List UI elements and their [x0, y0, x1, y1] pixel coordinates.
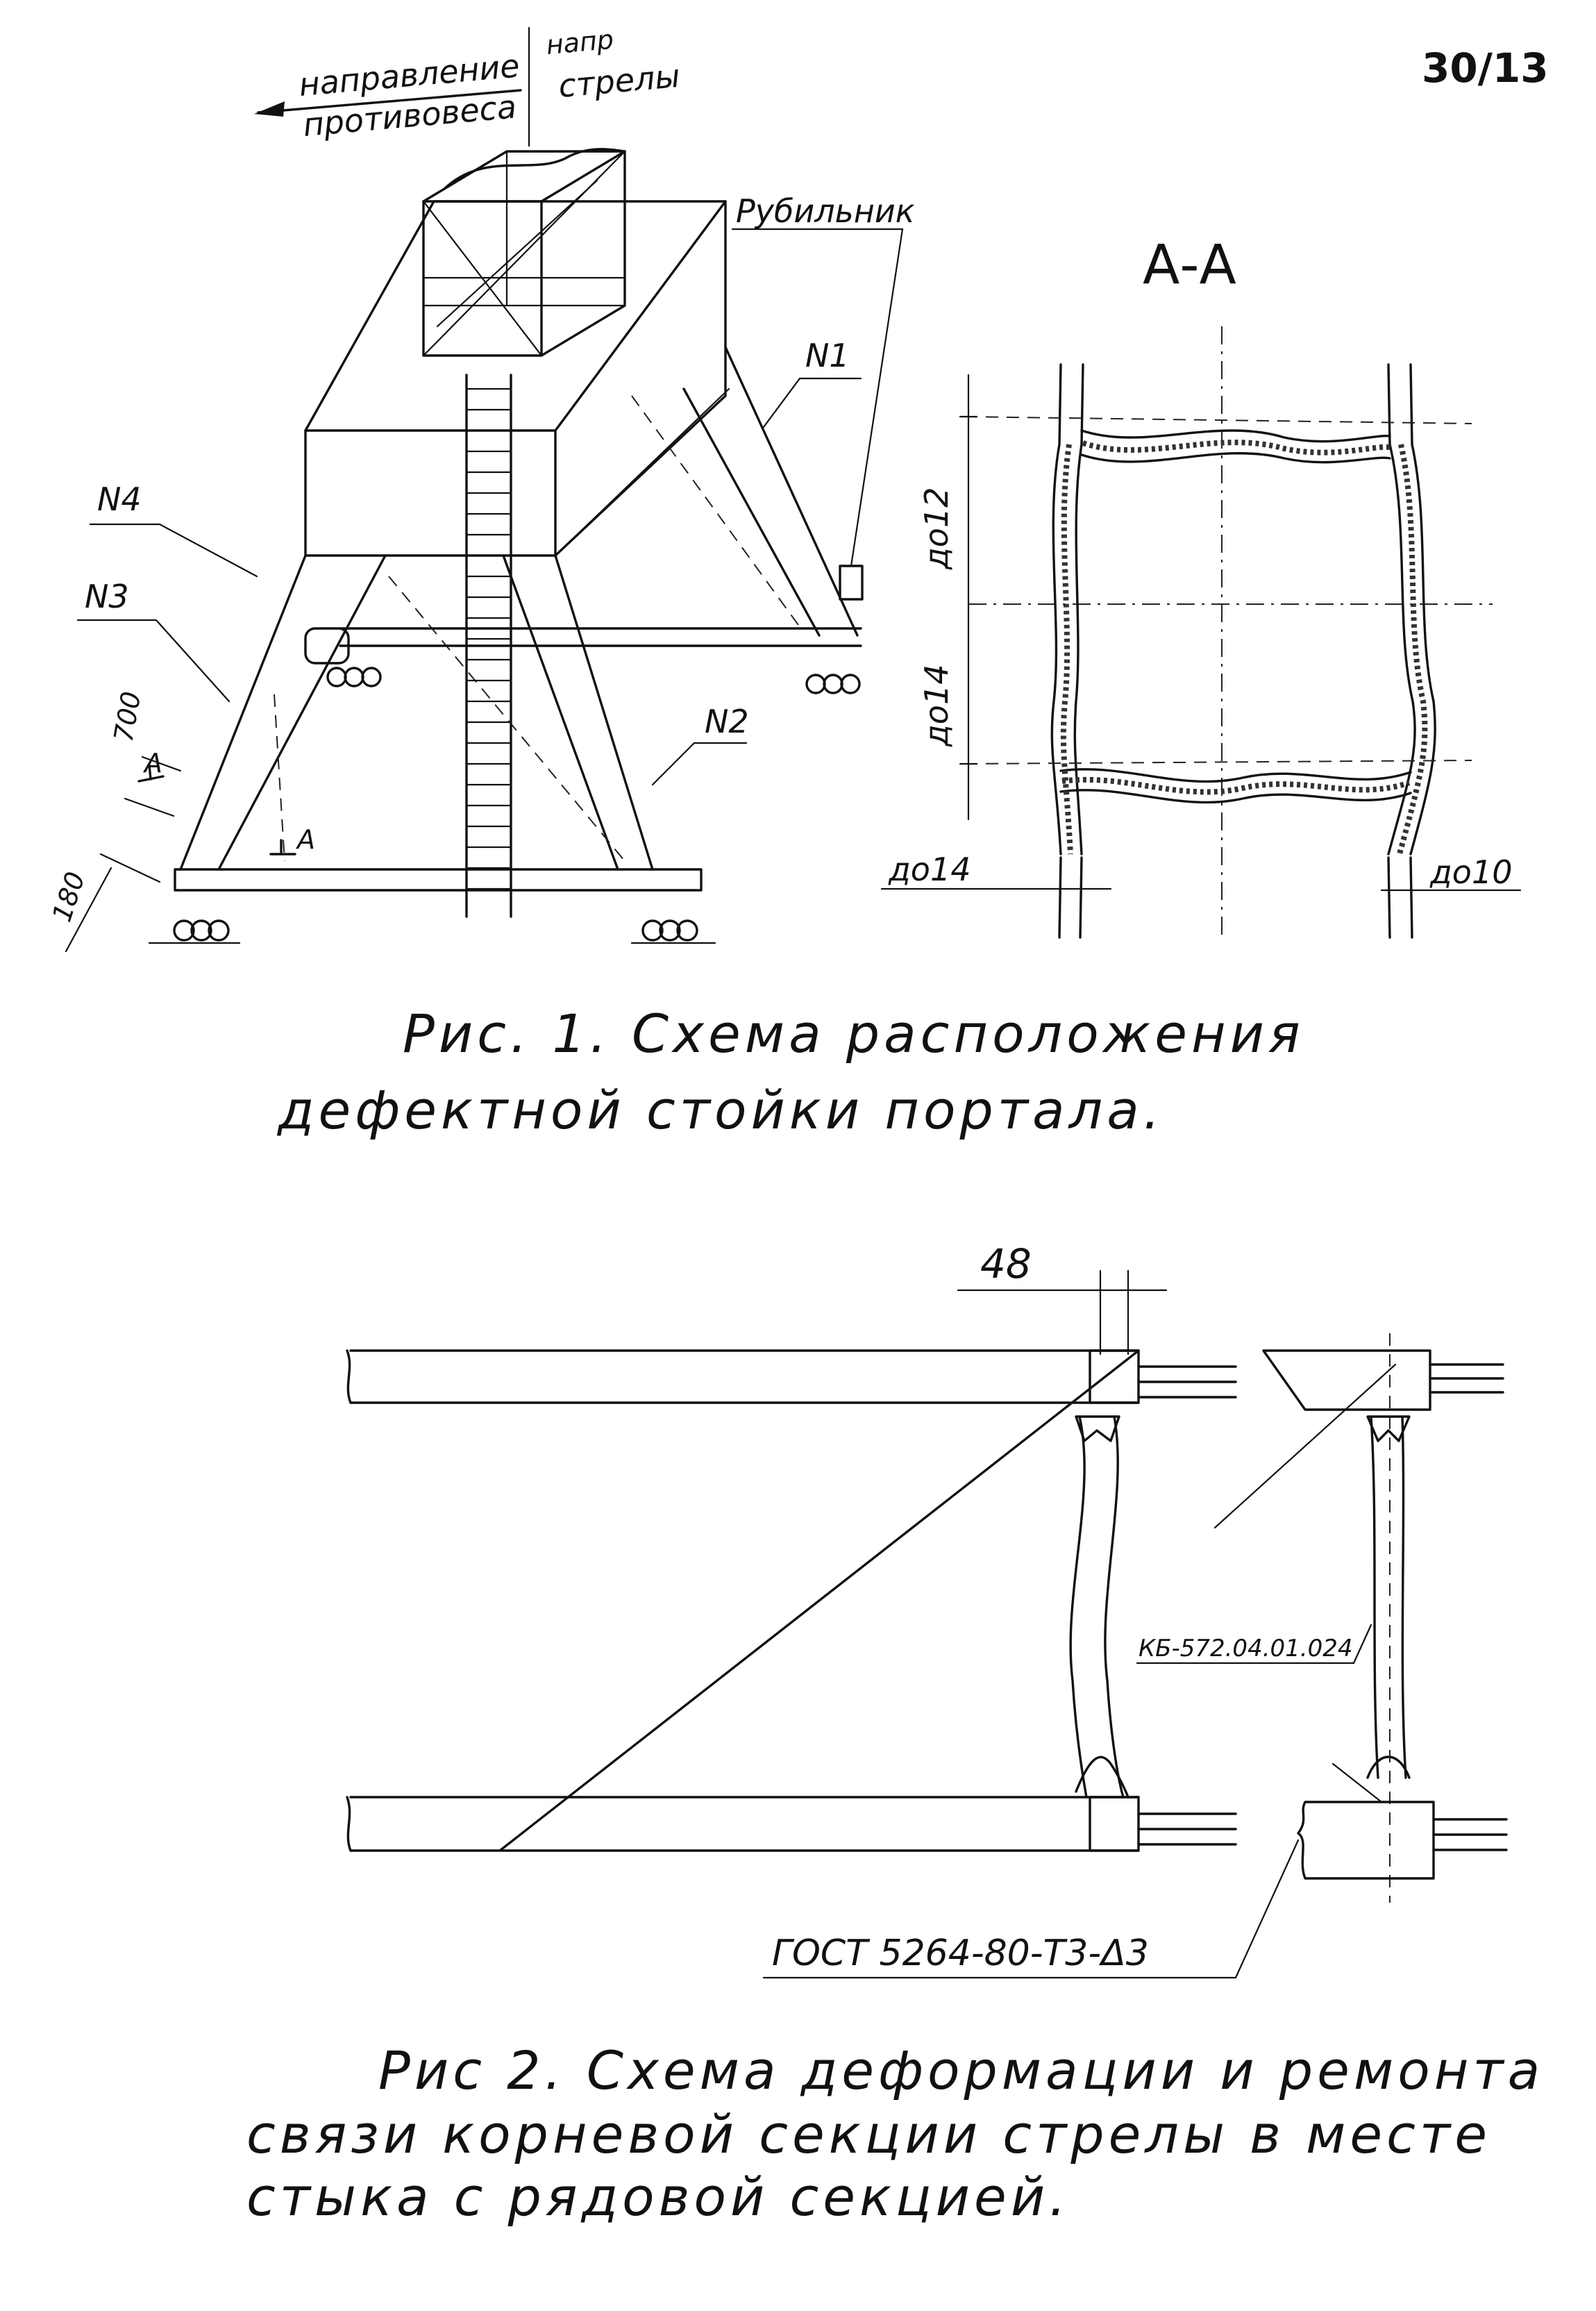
arrow-left-icon: [254, 101, 285, 117]
wheel-sets: [148, 667, 861, 944]
part-label: КБ-572.04.01.024: [1139, 1635, 1352, 1662]
label-n1: N1: [805, 337, 850, 374]
drive-motor: [304, 627, 350, 665]
gost-label: ГОСТ 5264-80-Т3-Δ3: [772, 1933, 1149, 1974]
cabin-box: [422, 148, 626, 357]
label-n3: N3: [85, 578, 129, 615]
direction-indicator: направление противовеса напр стрелы: [254, 24, 682, 147]
fig2-caption-line3: стыка с рядовой секцией.: [246, 2166, 1070, 2228]
leg-labels: N1 N2 N3 N4: [76, 337, 862, 786]
label-n2: N2: [705, 703, 749, 740]
section-dim-middle: до14: [918, 665, 955, 747]
direction-boom-text-2: стрелы: [557, 57, 681, 105]
switch-label: Рубильник: [736, 192, 915, 230]
section-dim-bottom-right: до10: [1429, 853, 1512, 891]
fig1-caption-line2: дефектной стойки портала.: [276, 1079, 1164, 1141]
ladder: [465, 374, 512, 918]
section-dim-bottom-left: до14: [888, 851, 971, 888]
fig2-caption-line1: Рис 2. Схема деформации и ремонта: [378, 2039, 1544, 2101]
fig1-caption-line1: Рис. 1. Схема расположения: [403, 1003, 1304, 1065]
leg-dimensions: 700 180 А А: [47, 689, 315, 953]
fig2-boom-joint-drawing: 48: [346, 1240, 1508, 1979]
fig1-portal-drawing: направление противовеса напр стрелы: [47, 24, 915, 953]
fig2-caption-line2: связи корневой секции стрелы в месте: [246, 2103, 1491, 2165]
dim-700: 700: [108, 689, 147, 744]
section-mark-upper: А: [142, 748, 162, 778]
portal-legs: [174, 346, 862, 892]
section-mark-lower: А: [295, 824, 315, 855]
dim-48: 48: [980, 1240, 1032, 1287]
switch-box: Рубильник: [731, 192, 915, 601]
section-dim-top: до12: [918, 487, 955, 570]
section-aa: А-А до12 до14 до14 до10: [880, 234, 1522, 939]
label-n4: N4: [97, 481, 142, 518]
section-aa-title: А-А: [1143, 234, 1236, 297]
page-number: 30/13: [1422, 44, 1549, 92]
direction-boom-text-1: напр: [545, 24, 615, 60]
